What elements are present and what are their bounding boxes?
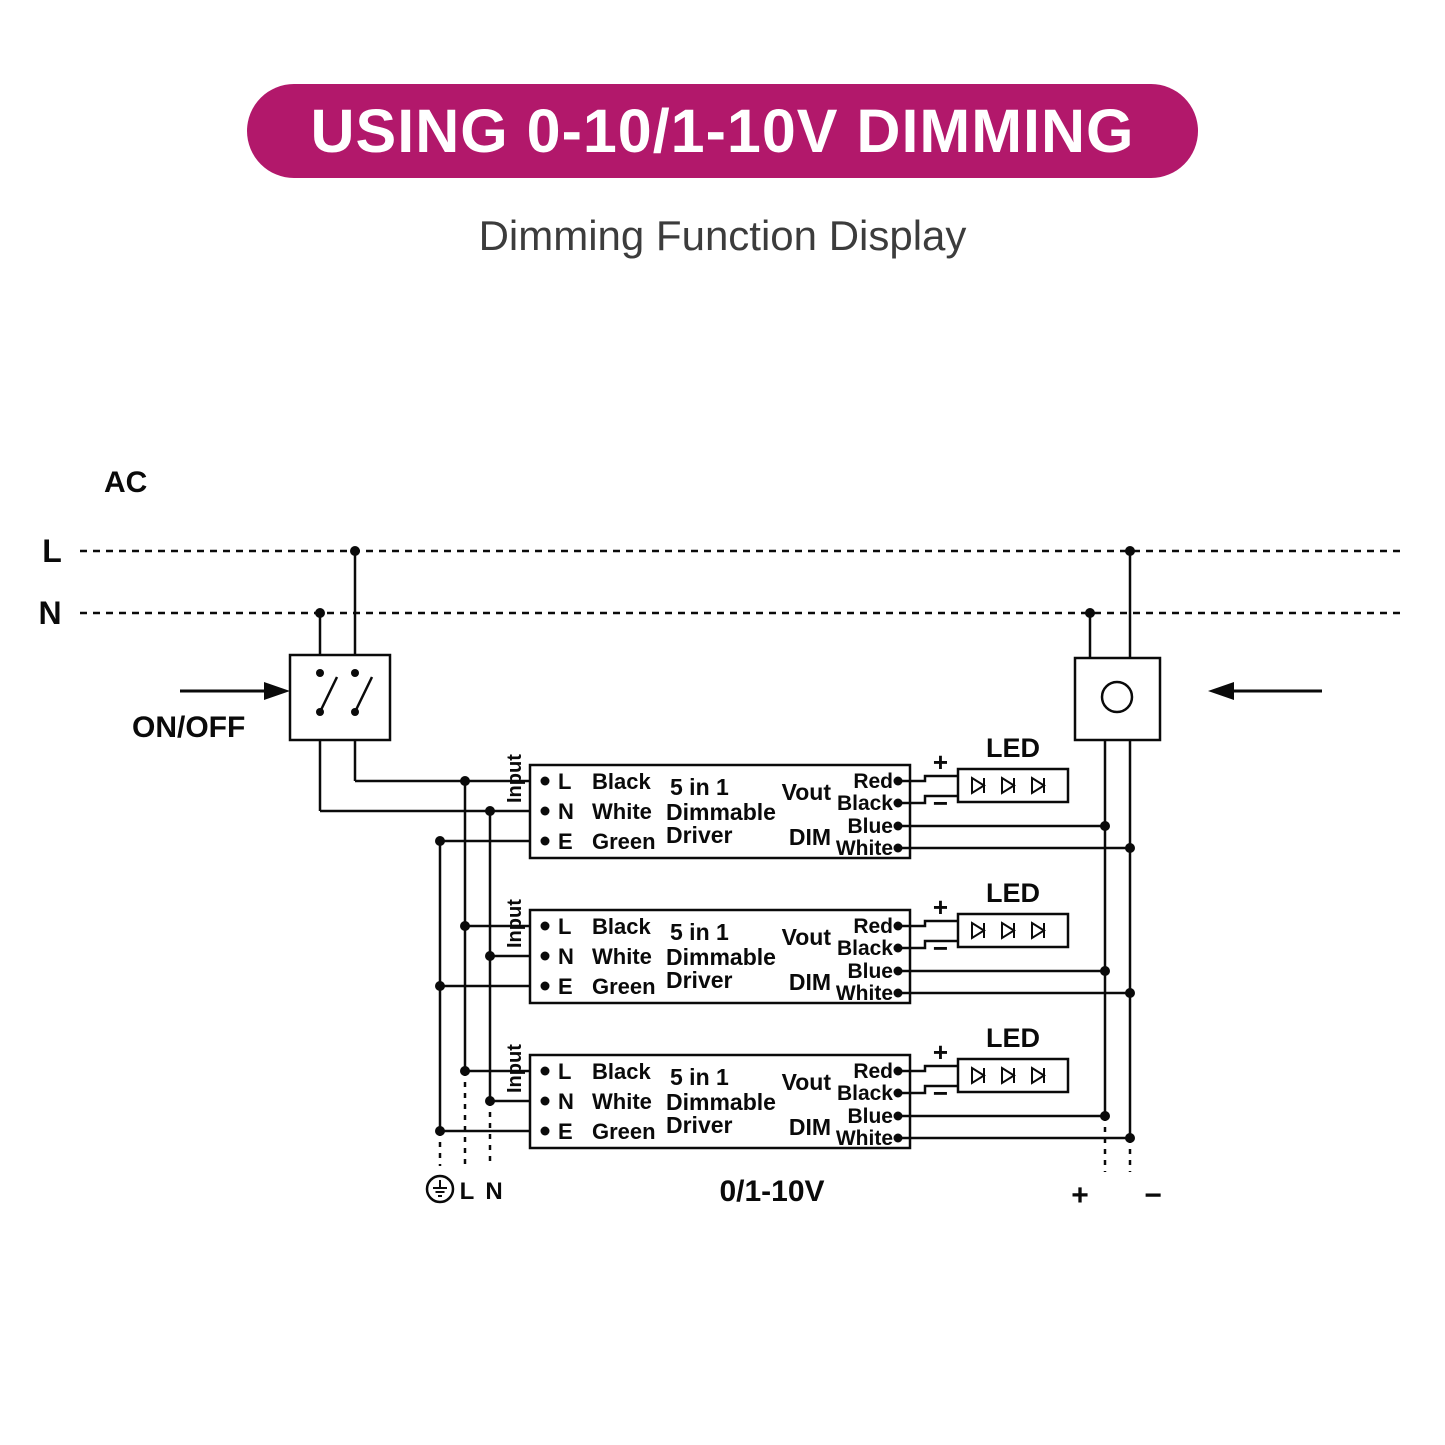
page-title: USING 0-10/1-10V DIMMING bbox=[310, 97, 1135, 165]
bottom-n-label: N bbox=[485, 1178, 502, 1205]
driver-instance-1 bbox=[433, 731, 1137, 862]
switch-blade bbox=[353, 676, 374, 713]
bottom-plus-sign: + bbox=[1071, 1179, 1089, 1212]
arrow-head bbox=[264, 682, 290, 700]
dimmer-arrow bbox=[1208, 682, 1322, 700]
on-off-label: ON/OFF bbox=[132, 711, 245, 744]
on-off-arrow bbox=[180, 682, 290, 700]
dim-buses bbox=[1103, 740, 1132, 1172]
ac-label: AC bbox=[104, 466, 147, 499]
line-l-label: L bbox=[42, 533, 62, 569]
switch-box bbox=[288, 653, 392, 742]
dimmer-control bbox=[1073, 551, 1162, 742]
switch-blade bbox=[318, 676, 339, 713]
driver-instance-3 bbox=[433, 1021, 1137, 1152]
bottom-minus-sign: − bbox=[1144, 1179, 1162, 1212]
driver-instance-2 bbox=[433, 876, 1137, 1007]
page-subtitle: Dimming Function Display bbox=[478, 212, 967, 259]
input-buses bbox=[438, 781, 492, 1167]
dimmer-knob bbox=[1100, 680, 1134, 714]
switch-contact bbox=[351, 669, 359, 677]
bottom-l-label: L bbox=[460, 1178, 475, 1205]
arrow-head bbox=[1208, 682, 1234, 700]
title-banner: USING 0-10/1-10V DIMMING bbox=[246, 84, 1199, 178]
ground-symbol bbox=[425, 1174, 455, 1204]
line-n-label: N bbox=[38, 595, 61, 631]
on-off-switch bbox=[288, 551, 490, 813]
dim-type-label: 0/1-10V bbox=[719, 1175, 824, 1208]
switch-contact bbox=[316, 669, 324, 677]
